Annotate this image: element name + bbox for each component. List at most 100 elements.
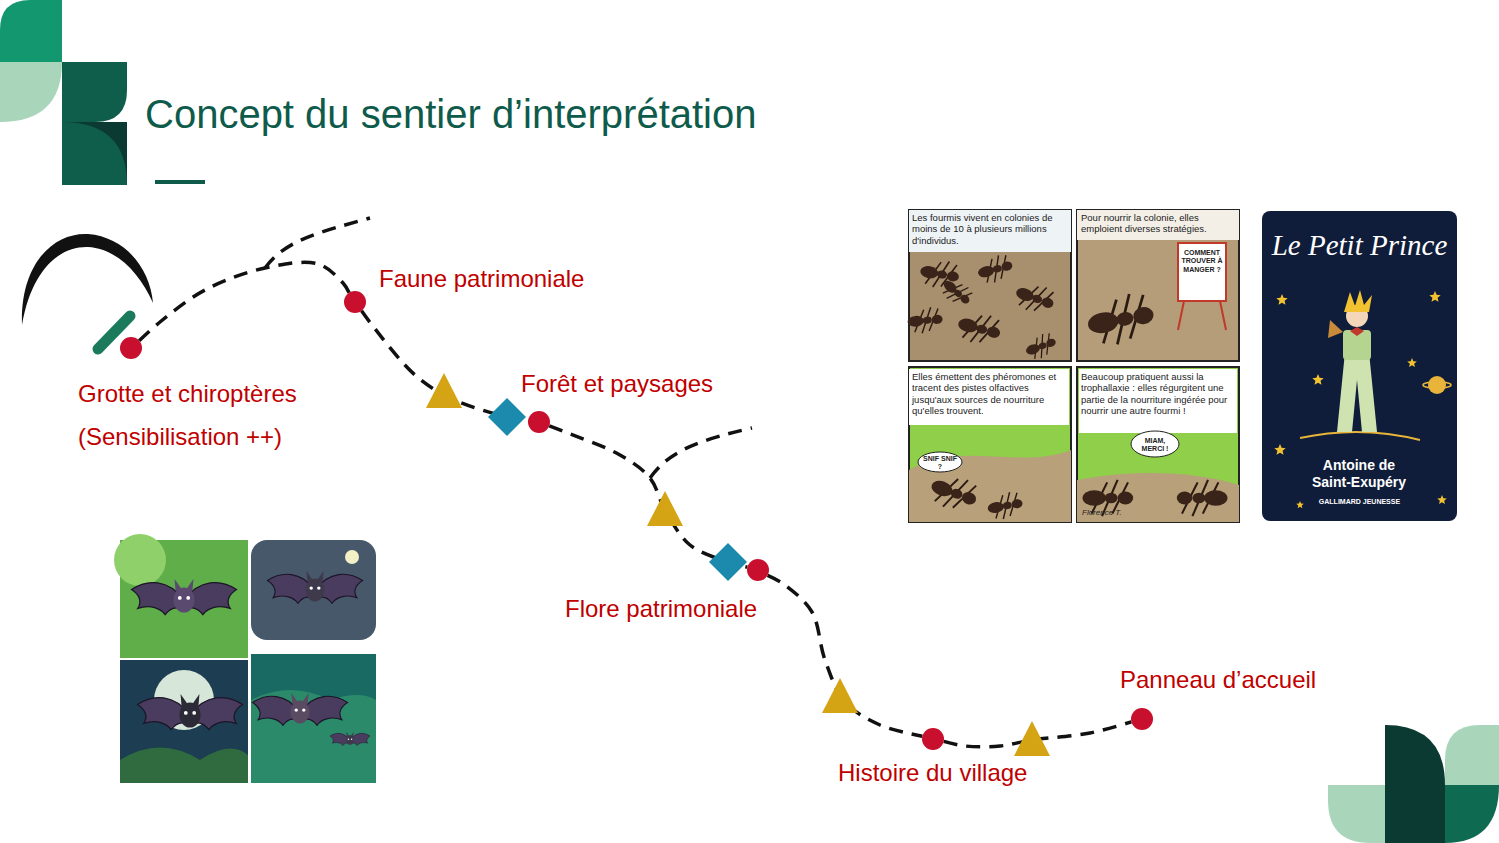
ant-comic-part-part-part	[975, 323, 988, 334]
ant-comic-part-part-part	[907, 315, 924, 327]
little-prince-figure-part	[1328, 320, 1343, 338]
ant-comic-part	[1178, 301, 1184, 330]
ant-comic-part	[1131, 431, 1179, 457]
book-cover-part	[1300, 432, 1420, 440]
station-dot: Flore patrimoniale	[747, 559, 769, 581]
trail-path	[549, 426, 747, 567]
book-cover-part	[1423, 382, 1451, 388]
book-cover-part	[1428, 376, 1446, 394]
book-cover-part	[1262, 211, 1457, 521]
bat-illustrations-part-part-part	[181, 694, 200, 707]
bat-illustrations-part-part-part	[186, 596, 190, 600]
book-cover-part	[1274, 291, 1446, 508]
ant-comic-part	[1220, 301, 1226, 330]
bat-illustrations-part-part-part	[294, 708, 297, 711]
title-underline	[155, 180, 205, 184]
ant-comic-part	[1079, 369, 1237, 433]
ant-comic-part	[909, 367, 1071, 522]
bat-illustrations-part-part-part	[302, 708, 305, 711]
bat-illustrations-part-part-part	[253, 696, 348, 725]
station-dot: Faune patrimoniale	[344, 291, 366, 313]
ant-comic-part-part-part	[986, 325, 1002, 339]
logo-shapes-part	[62, 122, 127, 185]
bat-illustrations-part	[251, 540, 376, 640]
comic-text: MIAM, MERCI !	[1133, 437, 1177, 454]
ant-comic-part-part-part	[1086, 310, 1120, 335]
ant-comic-part-part-part	[1118, 492, 1134, 505]
ant-comic-part-part	[1084, 290, 1158, 348]
bat-illustrations-part-part	[132, 579, 237, 615]
ant-comic	[906, 208, 1241, 524]
ant-comic-part	[909, 369, 1069, 425]
ant-comic-part-part	[954, 308, 1003, 349]
logo-shapes-part	[1445, 785, 1499, 843]
bat-illustrations-part-part-part	[309, 586, 312, 589]
bat-illustrations-part	[251, 690, 376, 783]
bat-illustrations-part-part-part	[348, 738, 349, 739]
book-cover-part-part	[1312, 374, 1323, 385]
ant-comic-part-part-part	[1204, 490, 1227, 506]
bat-illustrations-part-part	[253, 693, 348, 725]
logo-shapes-part	[1445, 725, 1499, 785]
ant-comic-part-part-part	[923, 316, 933, 324]
logo-shapes-part	[1385, 725, 1445, 843]
ant-comic-part	[909, 210, 1071, 252]
ant-comic-part-part-part	[1001, 260, 1014, 271]
bat-illustrations-part	[345, 550, 359, 564]
trail-path	[139, 262, 349, 340]
ant-comic-part-part-part	[1038, 341, 1048, 350]
slide-title: Concept du sentier d’interprétation	[145, 92, 756, 136]
ant-comic-part-part-part	[949, 487, 964, 500]
ant-comic-part-part	[1022, 331, 1059, 363]
trail-symbols-part	[488, 398, 747, 581]
logo-shapes-part	[0, 0, 62, 62]
ant-comic-part-part-part	[960, 490, 978, 506]
bat-illustrations-part-part-part	[346, 732, 353, 737]
ant-comic-part-part	[937, 274, 975, 311]
ant-comic-part-part-part	[946, 270, 960, 282]
ant-comic-part-part-part	[957, 317, 980, 335]
ant-comic-part-part-part	[1177, 492, 1193, 505]
trail-symbols-part-part	[822, 678, 858, 713]
trail-branch	[265, 218, 370, 268]
book-cover-part-part	[1429, 291, 1440, 302]
ant-comic-part-part-part	[1132, 305, 1155, 325]
little-prince-figure	[1328, 290, 1377, 432]
ant-comic-part-part	[1012, 278, 1058, 318]
ant-comic-part	[1178, 243, 1226, 301]
ant-comic-part-part-part	[977, 264, 995, 279]
ant-comic-part	[918, 452, 962, 472]
comic-text: Elles émettent des phéromones et tracent…	[912, 371, 1067, 417]
trail-path	[768, 575, 923, 736]
logo-shapes	[0, 0, 127, 185]
station-dot: Forêt et paysages	[528, 411, 550, 433]
station-label: Histoire du village	[838, 751, 1027, 794]
ant-comic-part-part-part	[936, 270, 947, 280]
bat-illustrations-part-part-part	[330, 733, 370, 745]
ant-comic-part	[1077, 210, 1239, 361]
bat-illustrations-part-part-part	[351, 738, 352, 739]
bat-illustrations-part-part-part	[306, 571, 323, 582]
bat-illustrations-part	[251, 654, 376, 783]
comic-text: Les fourmis vivent en colonies de moins …	[912, 212, 1067, 246]
logo-shapes-part	[0, 62, 62, 122]
bat-illustrations-part	[114, 534, 166, 586]
ant-comic-part-part-part	[1045, 337, 1057, 348]
ant-comic-part-part-part	[931, 314, 943, 324]
ant-comic-part-part-part	[1040, 296, 1055, 310]
trail-symbols-part-part	[488, 398, 526, 436]
little-prince-figure-part	[1344, 290, 1372, 312]
logo-shapes-part	[62, 122, 127, 185]
ant-comic-part-part-part	[929, 478, 954, 499]
book-cover-part-part	[1407, 358, 1417, 367]
ant-comic-part-part	[975, 253, 1015, 286]
ant-comic-part	[1077, 367, 1239, 522]
ant-comic-part-part	[1177, 480, 1228, 516]
ant-comic-part	[907, 208, 1241, 524]
trail-symbols-part-part	[426, 373, 462, 408]
bat-illustrations-part-part-part	[132, 583, 237, 615]
trail-symbols-part	[426, 373, 1050, 756]
little-prince-figure-part	[1337, 352, 1377, 432]
station-label: Forêt et paysages	[521, 362, 713, 405]
